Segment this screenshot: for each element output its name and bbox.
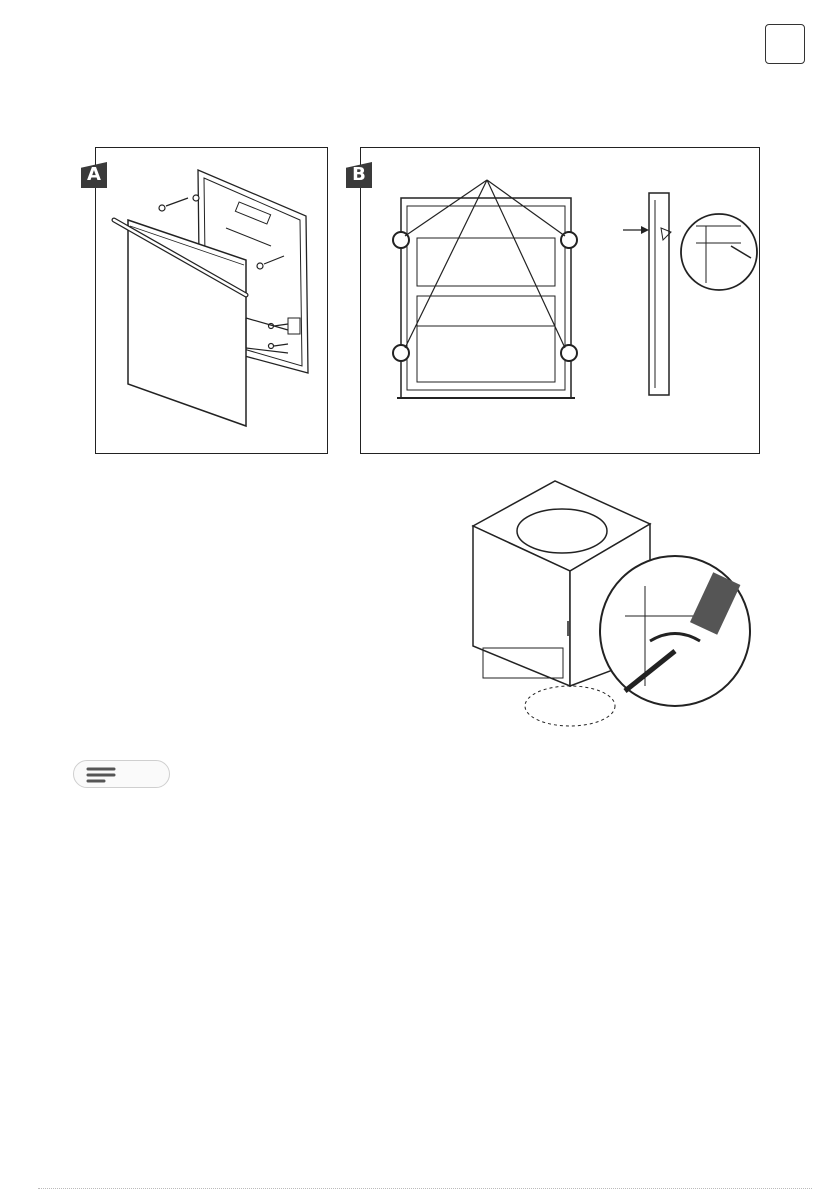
page-corner-box <box>765 24 805 64</box>
note-pill <box>73 760 170 788</box>
dishwasher-adjustment-illustration <box>465 476 765 736</box>
door-panel-illustration <box>96 148 329 455</box>
door-mounting-illustration <box>361 148 761 455</box>
note-lines-icon <box>82 763 122 787</box>
bottom-rule <box>38 1188 812 1190</box>
figure-panel-b: B <box>360 147 760 454</box>
figure-panel-a: A <box>95 147 328 454</box>
